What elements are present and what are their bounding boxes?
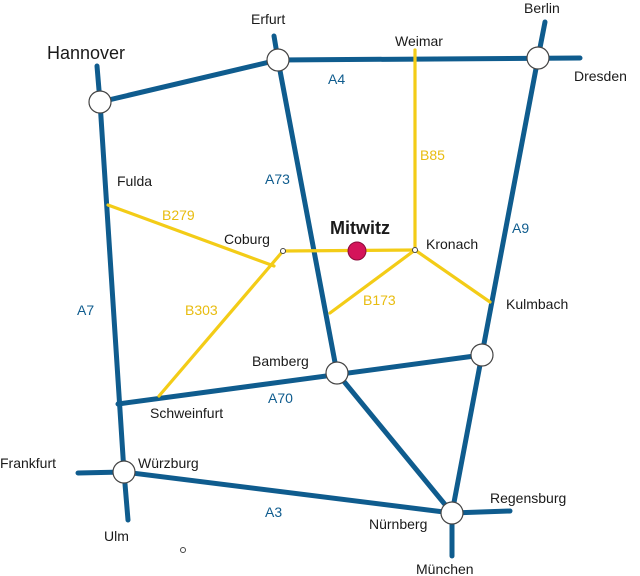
label-a7: A7: [77, 302, 94, 318]
label-a9: A9: [512, 220, 529, 236]
label-b279: B279: [162, 207, 195, 223]
bundesstrasse-network: [106, 48, 492, 398]
city-muenchen: München: [416, 561, 474, 576]
city-bamberg: Bamberg: [252, 353, 309, 369]
berlin-junction: [526, 46, 550, 70]
mitwitz-marker: [347, 241, 367, 261]
city-fulda: Fulda: [117, 173, 152, 189]
a73-erfurt-bamberg: [275, 57, 340, 376]
a9-berlin-nuernberg: [449, 55, 541, 516]
city-wuerzburg: Würzburg: [138, 455, 199, 471]
label-b85: B85: [420, 147, 445, 163]
coburg-dot: [280, 248, 286, 254]
city-labels: Hannover Erfurt Weimar Berlin Dresden Fu…: [0, 0, 627, 576]
a73-bamberg-nuernberg: [334, 370, 455, 516]
label-a4: A4: [328, 71, 345, 87]
b279-line: [106, 203, 276, 268]
city-berlin: Berlin: [524, 0, 560, 16]
b173-line: [328, 248, 417, 315]
city-ulm: Ulm: [104, 528, 129, 544]
autobahn-network: [75, 19, 583, 559]
label-b173: B173: [363, 292, 396, 308]
a4-hannover-erfurt: [97, 57, 281, 105]
city-kronach: Kronach: [426, 236, 478, 252]
road-labels: A4 A73 A9 A7 A70 A3 B85 B279 B303 B173: [77, 71, 529, 520]
label-b303: B303: [185, 302, 218, 318]
city-coburg: Coburg: [224, 231, 270, 247]
wuerzburg-junction: [112, 460, 136, 484]
a7-line: [97, 99, 127, 475]
label-a73: A73: [265, 171, 290, 187]
stray-dot: [180, 547, 186, 553]
junctions: [88, 46, 550, 553]
kronach-dot: [412, 247, 418, 253]
city-weimar: Weimar: [395, 33, 443, 49]
city-mitwitz: Mitwitz: [330, 218, 390, 238]
city-dresden: Dresden: [574, 68, 627, 84]
city-hannover: Hannover: [47, 43, 125, 63]
city-regensburg: Regensburg: [490, 490, 566, 506]
city-nuernberg: Nürnberg: [369, 516, 427, 532]
city-erfurt: Erfurt: [251, 11, 285, 27]
b303-line: [157, 249, 285, 398]
label-a70: A70: [268, 390, 293, 406]
nuernberg-junction: [440, 501, 464, 525]
kulmbach-junction: [470, 343, 494, 367]
city-kulmbach: Kulmbach: [506, 296, 568, 312]
erfurt-junction: [266, 48, 290, 72]
kronach-kulmbach-road: [413, 248, 492, 304]
label-a3: A3: [265, 504, 282, 520]
hannover-junction: [88, 90, 112, 114]
city-frankfurt: Frankfurt: [0, 455, 56, 471]
a70-line: [115, 352, 485, 407]
a3-wuerzburg-nuernberg: [121, 469, 455, 516]
city-schweinfurt: Schweinfurt: [150, 405, 223, 421]
bamberg-junction: [325, 361, 349, 385]
